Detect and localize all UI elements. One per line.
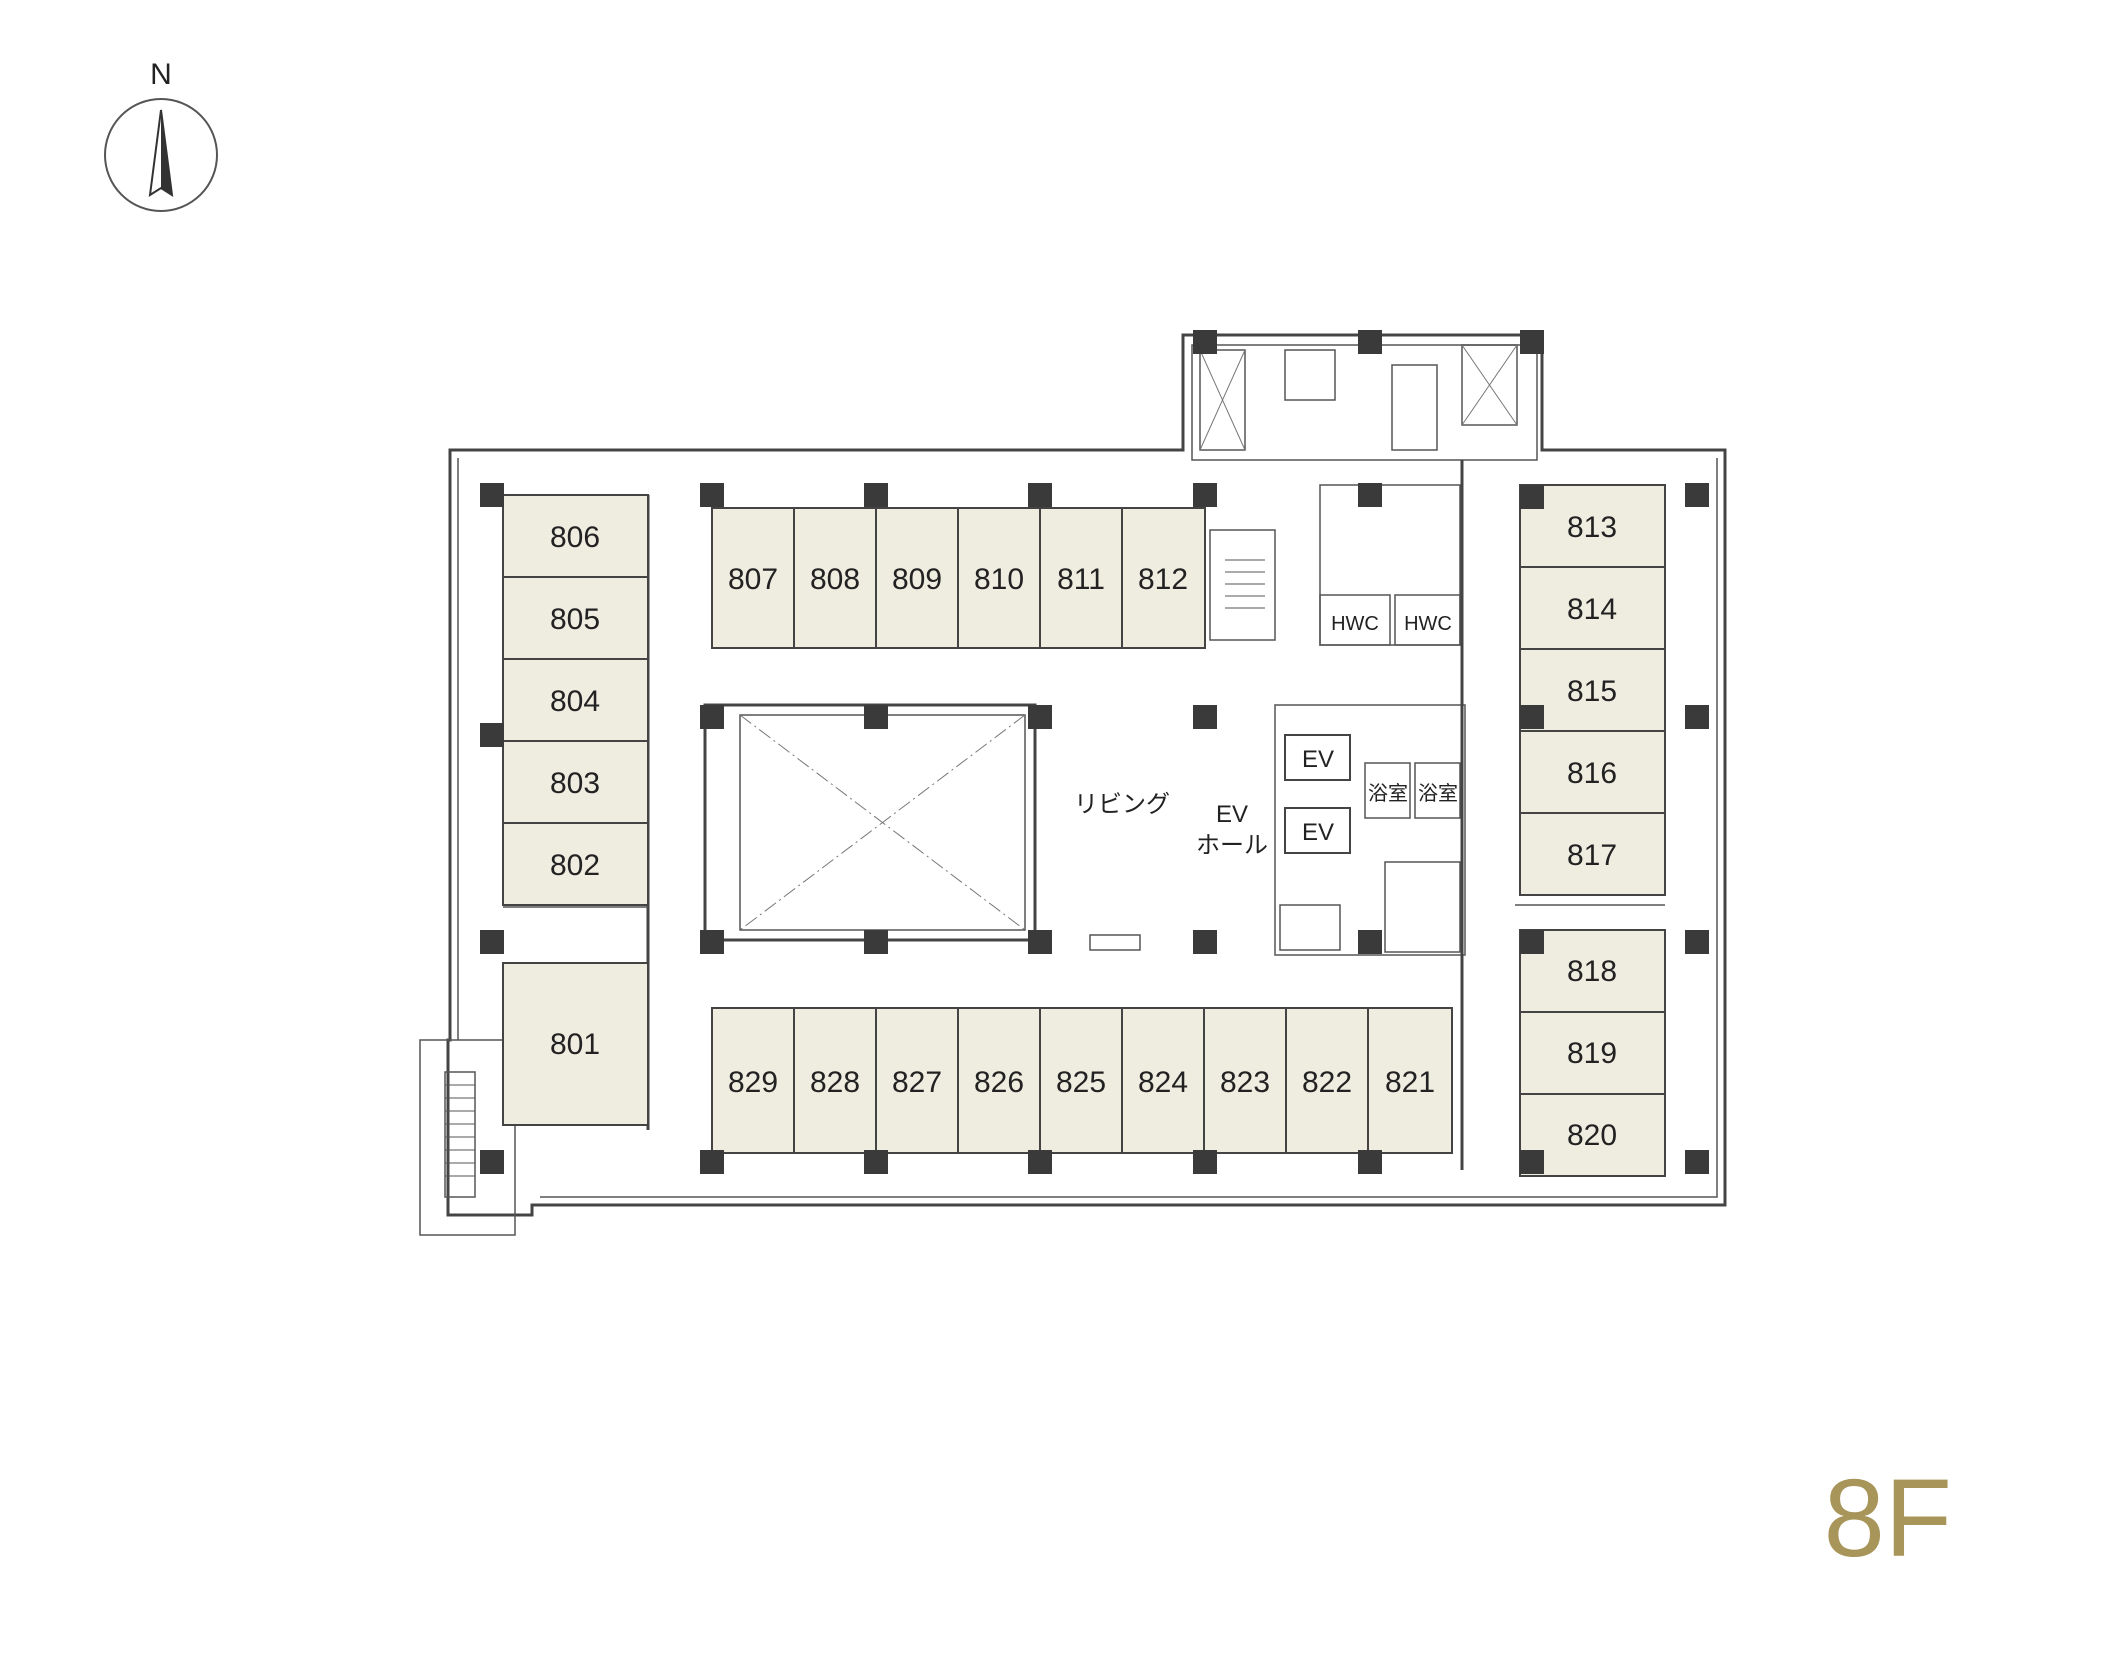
elevator-label: EV <box>1302 746 1334 773</box>
hwc-label: HWC <box>1331 613 1379 635</box>
room-label: 829 <box>728 1066 778 1099</box>
room-label: 824 <box>1138 1066 1188 1099</box>
room-label: 808 <box>810 563 860 596</box>
room-label: 821 <box>1385 1066 1435 1099</box>
room-label: 813 <box>1567 511 1617 544</box>
building-outline <box>419 333 1727 1236</box>
room-label: 807 <box>728 563 778 596</box>
room-label: 809 <box>892 563 942 596</box>
ev-hall-label-1: EV <box>1216 801 1248 828</box>
living-label: リビング <box>1074 791 1170 818</box>
room-label: 812 <box>1138 563 1188 596</box>
room-label: 819 <box>1567 1037 1617 1070</box>
room-label: 827 <box>892 1066 942 1099</box>
room-label: 823 <box>1220 1066 1270 1099</box>
room-label: 826 <box>974 1066 1024 1099</box>
room-label: 805 <box>550 603 600 636</box>
room-label: 828 <box>810 1066 860 1099</box>
room-label: 811 <box>1057 563 1105 596</box>
facility-labels: リビング EV ホール EV EV 浴室 浴室 HWC HWC <box>1074 613 1458 859</box>
ev-core <box>1274 704 1466 956</box>
room-label: 804 <box>550 685 600 718</box>
central-void <box>703 703 1141 951</box>
room-label: 817 <box>1567 839 1617 872</box>
columns <box>480 330 1709 1174</box>
room-labels: 806 805 804 803 802 801 807 808 809 810 … <box>550 511 1617 1152</box>
room-label: 803 <box>550 767 600 800</box>
room-label: 810 <box>974 563 1024 596</box>
rooms <box>502 484 1666 1177</box>
room-label: 806 <box>550 521 600 554</box>
bathroom-label: 浴室 <box>1418 782 1458 805</box>
room-label: 816 <box>1567 757 1617 790</box>
room-label: 820 <box>1567 1119 1617 1152</box>
room-label: 801 <box>550 1028 600 1061</box>
service-core-north <box>1191 344 1538 646</box>
hwc-label: HWC <box>1404 613 1452 635</box>
compass: N <box>104 58 218 212</box>
room-label: 822 <box>1302 1066 1352 1099</box>
ev-hall-label-2: ホール <box>1196 832 1268 859</box>
room-label: 814 <box>1567 593 1617 626</box>
compass-letter: N <box>150 58 172 91</box>
room-label: 818 <box>1567 955 1617 988</box>
elevator-label: EV <box>1302 819 1334 846</box>
room-label: 815 <box>1567 675 1617 708</box>
bathroom-label: 浴室 <box>1368 782 1408 805</box>
room-label: 825 <box>1056 1066 1106 1099</box>
room-label: 802 <box>550 849 600 882</box>
floor-label: 8F <box>1823 1457 1952 1580</box>
